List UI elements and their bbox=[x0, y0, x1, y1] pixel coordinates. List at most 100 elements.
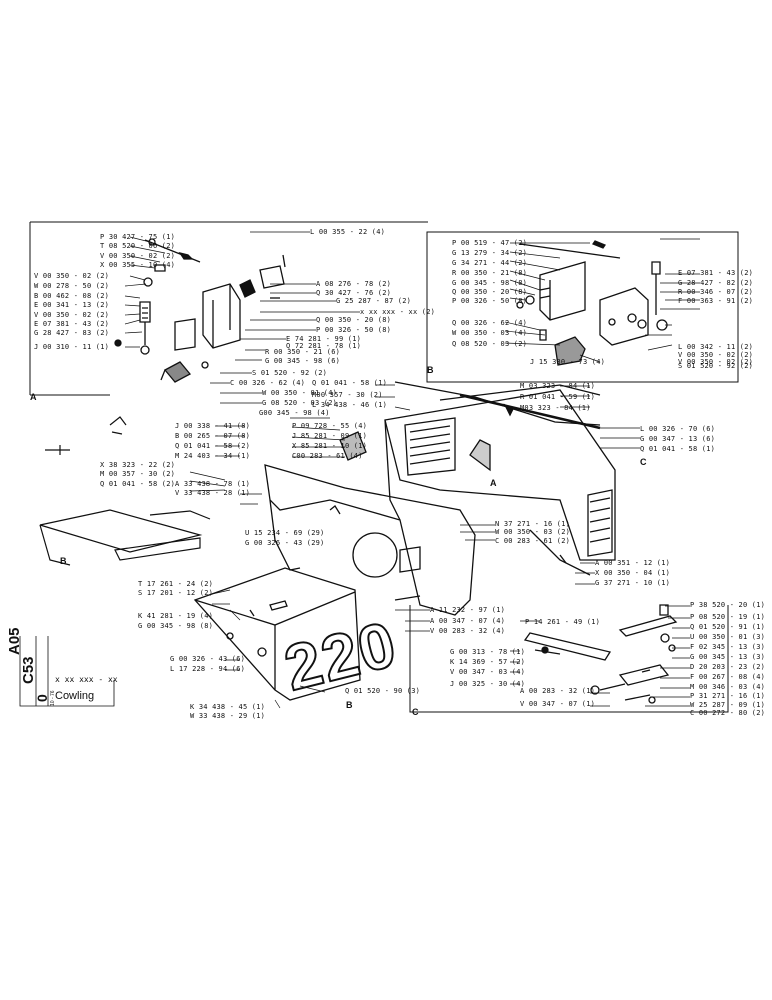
part-callout: W 00 278 - 50 (2) bbox=[34, 282, 110, 290]
part-callout: K 34 438 - 45 (1) bbox=[190, 703, 266, 711]
section-letter-c2: C bbox=[412, 707, 419, 717]
part-callout: R 00 346 - 07 (2) bbox=[678, 288, 754, 296]
part-callout: V 00 350 - 02 (2) bbox=[678, 358, 754, 366]
part-callout: T 17 261 - 24 (2) bbox=[138, 580, 214, 588]
part-callout: Q 00 326 - 62 (4) bbox=[452, 319, 528, 327]
part-callout: B 00 462 - 08 (2) bbox=[34, 292, 110, 300]
part-callout: A 11 232 - 97 (1) bbox=[430, 606, 506, 614]
part-callout: G 28 427 - 83 (2) bbox=[34, 329, 110, 337]
doc-code-c53: C53 bbox=[20, 656, 37, 684]
part-callout: Q 00 350 - 20 (8) bbox=[452, 288, 528, 296]
part-callout: F 00 363 - 91 (2) bbox=[678, 297, 754, 305]
part-callout: V 00 350 - 02 (2) bbox=[100, 252, 176, 260]
part-callout: E 07 381 - 43 (2) bbox=[34, 320, 110, 328]
part-callout: X 00 355 - 10 (4) bbox=[100, 261, 176, 269]
part-callout: A 00 351 - 12 (1) bbox=[595, 559, 671, 567]
part-callout: G 13 279 - 34 (2) bbox=[452, 249, 528, 257]
part-callout: M03 323 - 84 (1) bbox=[520, 404, 591, 412]
part-callout: G 00 313 - 78 (1) bbox=[450, 648, 526, 656]
part-callout: V 00 350 - 02 (2) bbox=[678, 351, 754, 359]
part-callout: X 00 350 - 04 (1) bbox=[595, 569, 671, 577]
part-callout: Q 01 520 - 90 (3) bbox=[345, 687, 421, 695]
part-callout: Q 01 041 - 58 (2) bbox=[100, 480, 176, 488]
part-callout: V 00 350 - 02 (2) bbox=[34, 311, 110, 319]
part-callout: G 37 271 - 10 (1) bbox=[595, 579, 671, 587]
part-callout: R 00 350 - 21 (8) bbox=[452, 269, 528, 277]
part-callout: G 00 326 - 43 (29) bbox=[245, 539, 325, 547]
part-callout: L 34 438 - 46 (1) bbox=[312, 401, 388, 409]
panel-b-border bbox=[426, 231, 739, 383]
part-callout: J 85 281 - 09 (1) bbox=[292, 432, 368, 440]
part-callout: V 00 347 - 03 (4) bbox=[450, 668, 526, 676]
part-callout: V 00 347 - 07 (1) bbox=[520, 700, 596, 708]
part-callout: G 25 287 - 87 (2) bbox=[336, 297, 412, 305]
section-letter-c: C bbox=[640, 457, 647, 467]
part-callout: P 09 728 - 55 (4) bbox=[292, 422, 368, 430]
doc-ref: x xx xxx - xx bbox=[55, 675, 118, 684]
part-callout: L 00 326 - 70 (6) bbox=[640, 425, 716, 433]
part-callout: K 41 281 - 19 (4) bbox=[138, 612, 214, 620]
part-callout: S 01 520 - 92 (2) bbox=[252, 369, 328, 377]
part-callout: P 30 427 - 75 (1) bbox=[100, 233, 176, 241]
part-callout: M 03 323 - 84 (1) bbox=[520, 382, 596, 390]
part-callout: M 00 346 - 03 (4) bbox=[690, 683, 766, 691]
panel-a-parts bbox=[114, 238, 286, 383]
part-callout: Q 72 281 - 78 (1) bbox=[286, 342, 362, 350]
part-callout: G00 345 - 98 (4) bbox=[259, 409, 330, 417]
part-callout: C 00 283 - 61 (2) bbox=[495, 537, 571, 545]
part-callout: G 00 345 - 98 (6) bbox=[265, 357, 341, 365]
part-callout: B 00 265 - 07 (8) bbox=[175, 432, 251, 440]
panel-a-border bbox=[29, 221, 428, 396]
part-callout: Q 01 041 - 58 (2) bbox=[175, 442, 251, 450]
part-callout: L 00 342 - 11 (2) bbox=[678, 343, 754, 351]
section-letter-b: B bbox=[427, 365, 434, 375]
part-callout: P 08 520 - 19 (1) bbox=[690, 613, 766, 621]
part-callout: A 00 347 - 07 (4) bbox=[430, 617, 506, 625]
part-callout: D 20 203 - 23 (2) bbox=[690, 663, 766, 671]
part-callout: U 15 234 - 69 (29) bbox=[245, 529, 325, 537]
part-callout: V 00 283 - 32 (4) bbox=[430, 627, 506, 635]
part-callout: P 31 271 - 16 (1) bbox=[690, 692, 766, 700]
part-callout: F 02 345 - 13 (3) bbox=[690, 643, 766, 651]
part-callout: M 00 357 - 30 (2) bbox=[100, 470, 176, 478]
part-callout: P 14 261 - 49 (1) bbox=[525, 618, 601, 626]
doc-code-0: 0 bbox=[34, 694, 50, 702]
part-callout: W 33 438 - 29 (1) bbox=[190, 712, 266, 720]
part-callout: Q 01 041 - 58 (1) bbox=[312, 379, 388, 387]
part-callout: Q 30 427 - 76 (2) bbox=[316, 289, 392, 297]
part-callout: P 38 520 - 20 (1) bbox=[690, 601, 766, 609]
part-callout: R 00 350 - 21 (6) bbox=[265, 348, 341, 356]
part-callout: C00 283 - 61 (4) bbox=[292, 452, 363, 460]
doc-title: Cowling bbox=[55, 690, 95, 702]
part-callout: P 00 519 - 47 (2) bbox=[452, 239, 528, 247]
part-callout: x xx xxx - xx (2) bbox=[360, 308, 436, 316]
part-callout: P 00 326 - 50 (8) bbox=[452, 297, 528, 305]
front-box bbox=[193, 567, 361, 701]
panel-c-border bbox=[409, 605, 729, 713]
part-callout: W 00 350 - 03 (4) bbox=[452, 329, 528, 337]
part-callout: G 28 427 - 82 (2) bbox=[678, 279, 754, 287]
part-callout: F 00 267 - 08 (4) bbox=[690, 673, 766, 681]
section-letter-a: A bbox=[30, 392, 37, 402]
part-callout: S 17 201 - 12 (2) bbox=[138, 589, 214, 597]
part-callout: Q 01 520 - 91 (1) bbox=[690, 623, 766, 631]
part-callout: Q 00 350 - 20 (8) bbox=[316, 316, 392, 324]
left-plates bbox=[39, 416, 211, 566]
title-block-frame bbox=[19, 636, 115, 707]
part-callout: J 00 325 - 30 (4) bbox=[450, 680, 526, 688]
part-callout: P 00 326 - 50 (8) bbox=[316, 326, 392, 334]
doc-code-a05: A05 bbox=[6, 627, 23, 655]
leader-lines bbox=[124, 231, 700, 709]
part-callout: M 24 403 - 34 (1) bbox=[175, 452, 251, 460]
panel-b-parts bbox=[516, 240, 668, 366]
part-callout: L 00 355 - 22 (4) bbox=[310, 228, 386, 236]
part-callout: X 38 323 - 22 (2) bbox=[100, 461, 176, 469]
part-callout: U 00 350 - 01 (3) bbox=[690, 633, 766, 641]
part-callout: A 00 283 - 32 (1) bbox=[520, 687, 596, 695]
part-callout: C 00 272 - 80 (2) bbox=[690, 709, 766, 717]
part-callout: E 07 381 - 43 (2) bbox=[678, 269, 754, 277]
part-callout: Q 01 041 - 58 (1) bbox=[640, 445, 716, 453]
part-callout: E 74 281 - 99 (1) bbox=[286, 335, 362, 343]
part-callout: T 08 520 - 06 (2) bbox=[100, 242, 176, 250]
